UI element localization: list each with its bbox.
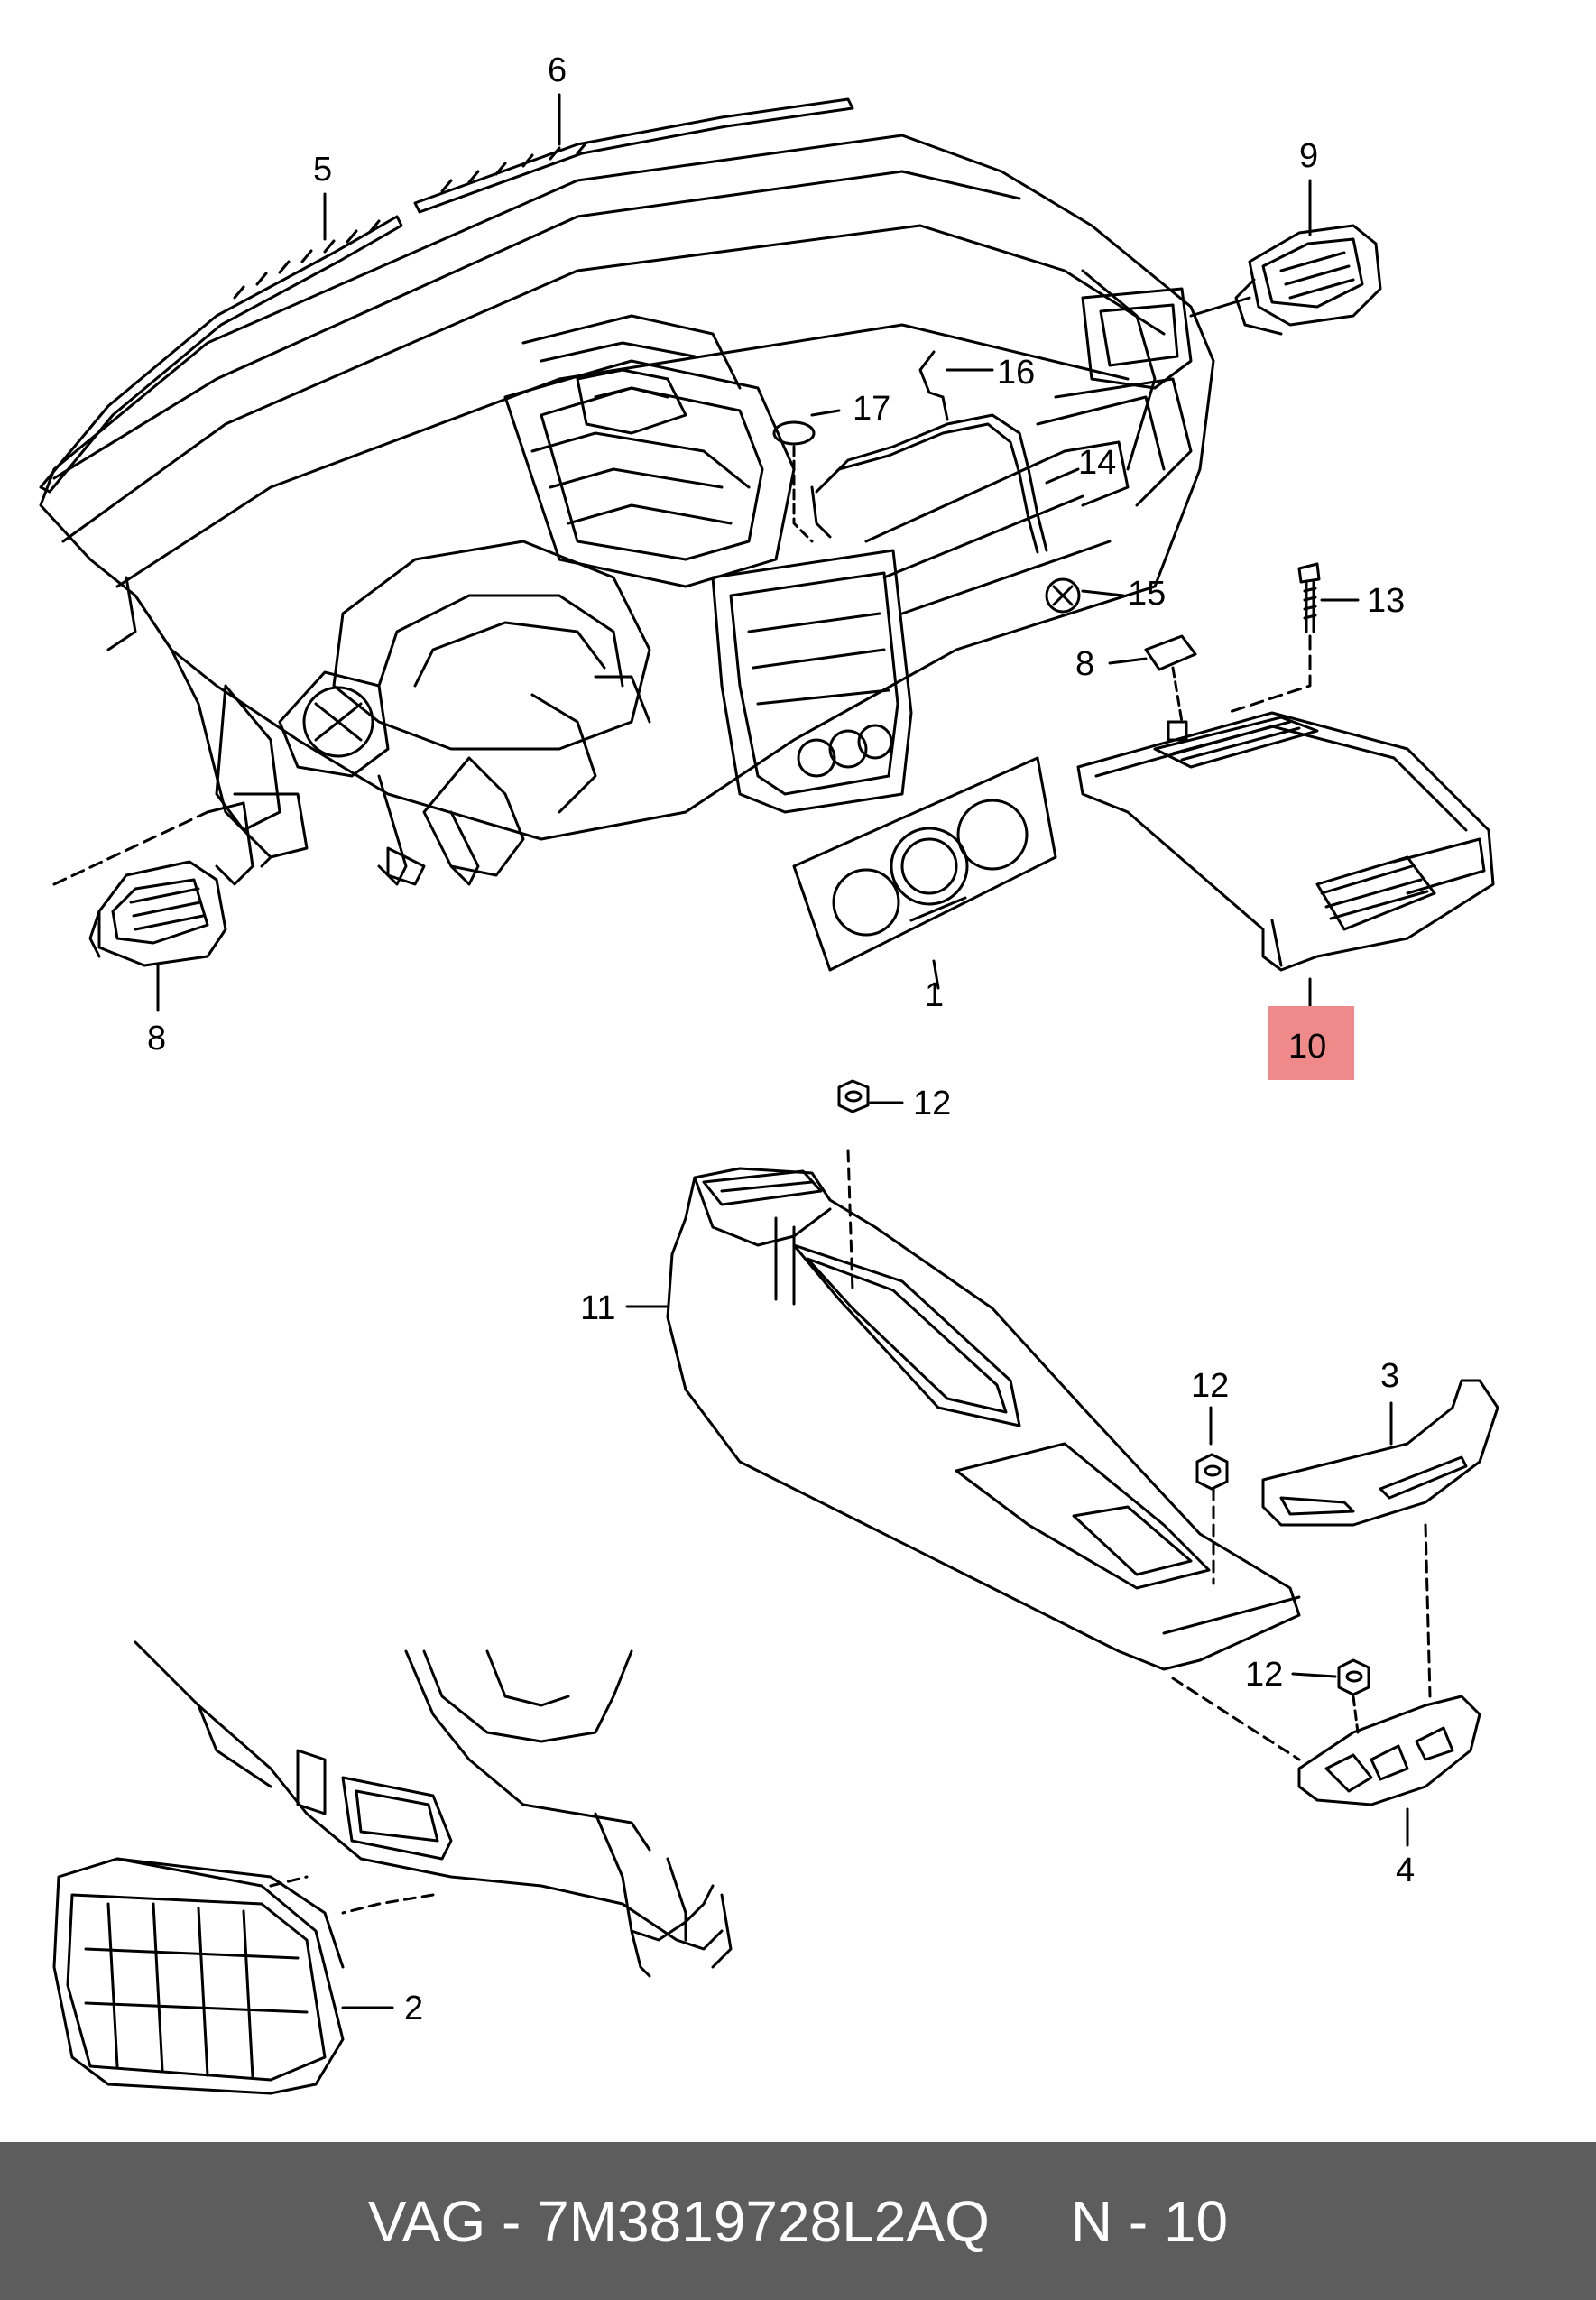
position-text: N - 10 [1070, 2188, 1229, 2254]
callout-15: 15 [1128, 575, 1166, 613]
air-vent-2 [52, 1857, 345, 2095]
callout-5: 5 [313, 151, 332, 189]
parts-diagram: 6 5 9 16 17 14 15 13 8 1 8 10 12 11 12 3… [39, 51, 1499, 2095]
callout-12-lower: 12 [1245, 1656, 1283, 1694]
callout-13: 13 [1367, 582, 1405, 620]
leader-lines [156, 93, 1409, 2009]
callout-7: 8 [1075, 645, 1094, 683]
callout-8: 8 [147, 1020, 166, 1058]
callout-12-upper: 12 [913, 1085, 951, 1122]
callout-1: 1 [925, 976, 944, 1014]
footer-bar: VAG - 7M3819728L2AQ N - 10 [0, 2142, 1596, 2300]
cable-tie-16 [918, 350, 949, 421]
callout-10: 10 [1288, 1028, 1326, 1066]
defrost-grille-6 [413, 97, 854, 214]
callout-4: 4 [1396, 1852, 1415, 1889]
callout-12-middle: 12 [1191, 1367, 1229, 1405]
grommet-17 [772, 420, 816, 543]
center-console-11 [666, 1149, 1301, 1671]
wiring-harness-14 [810, 413, 1048, 554]
nut-12-lower [1337, 1658, 1370, 1734]
callout-10-highlight [1268, 1006, 1354, 1080]
callout-14: 14 [1078, 444, 1116, 482]
callout-3: 3 [1380, 1357, 1399, 1395]
defrost-grille-5 [39, 215, 403, 494]
callout-16: 16 [997, 354, 1035, 392]
center-trim-panel-10 [1076, 711, 1495, 972]
callout-6: 6 [548, 51, 567, 89]
dashboard-assembly [39, 134, 1215, 886]
nut-12-middle [1195, 1453, 1229, 1491]
insert-4 [1171, 1677, 1481, 1806]
callout-11: 11 [580, 1289, 615, 1327]
clip-nut-15 [1045, 577, 1081, 614]
part-number-text: VAG - 7M3819728L2AQ [367, 2188, 990, 2254]
trim-cover-3 [1261, 1379, 1499, 1698]
callout-9: 9 [1299, 137, 1318, 175]
air-vent-9 [1234, 224, 1382, 336]
screw-13 [1225, 562, 1321, 715]
callout-2: 2 [404, 1990, 423, 2028]
air-vent-8 [52, 810, 227, 967]
clip-7 [1144, 634, 1197, 724]
control-bezel-1 [792, 756, 1057, 972]
nut-12-upper [837, 1079, 870, 1113]
callout-17: 17 [853, 390, 890, 428]
dashboard-underside [134, 1640, 733, 1978]
callouts: 6 5 9 16 17 14 15 13 8 1 8 10 12 11 12 3… [147, 51, 1415, 2028]
